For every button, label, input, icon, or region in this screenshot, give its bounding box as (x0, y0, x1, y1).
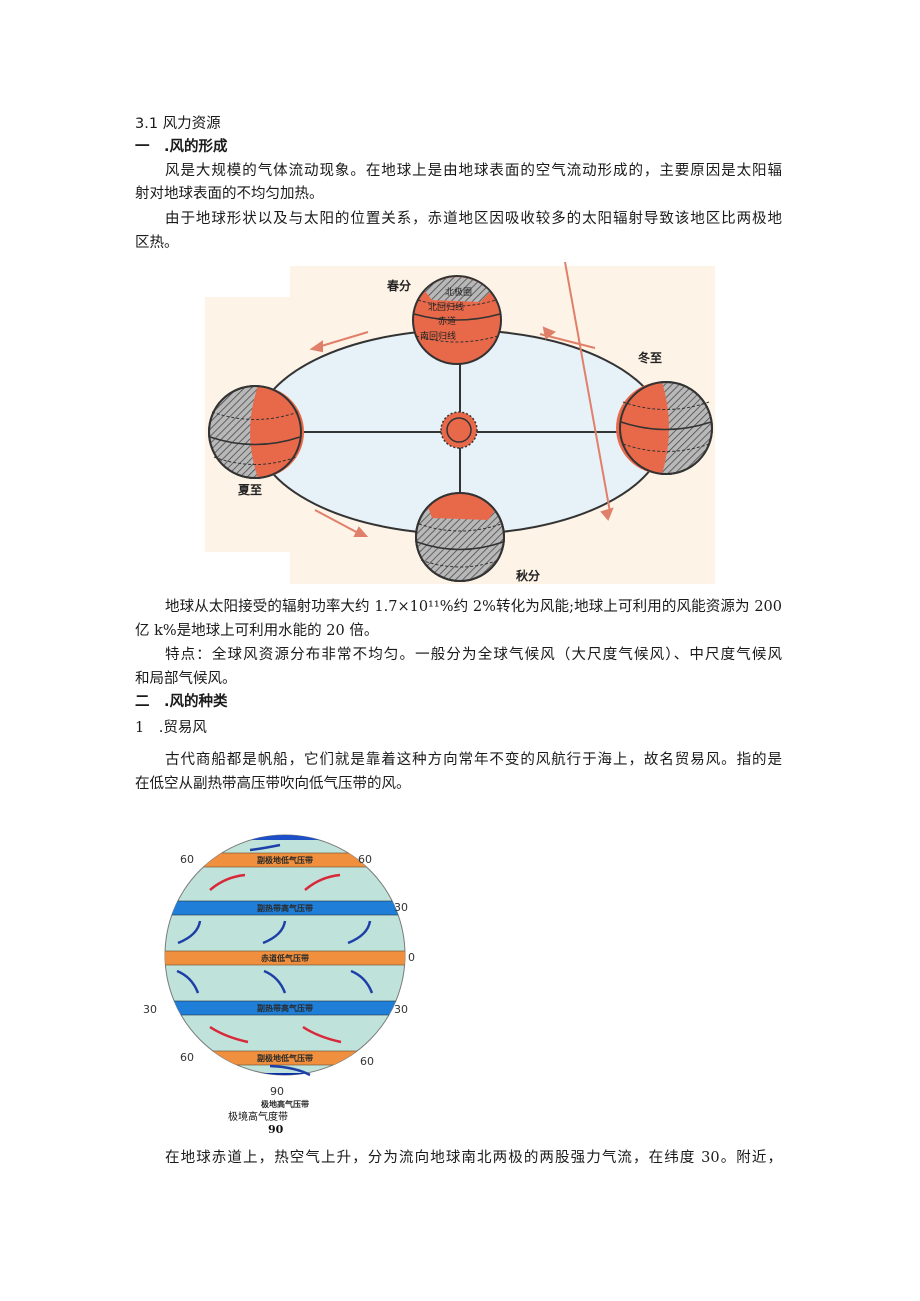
svg-text:60: 60 (180, 853, 194, 866)
svg-text:副热带高气压带: 副热带高气压带 (257, 903, 313, 913)
label-autumn-equinox: 秋分 (516, 568, 540, 583)
orbit-arrows (309, 262, 614, 537)
svg-text:副极地低气压带: 副极地低气压带 (257, 1053, 313, 1063)
paragraph-4-line-2: 和局部气候风。 (135, 671, 237, 687)
heading-wind-types: 二 .风的种类 (135, 694, 228, 710)
svg-text:60: 60 (180, 1051, 194, 1064)
svg-text:极地高气压带: 极地高气压带 (261, 1099, 309, 1109)
svg-text:副热带高气压带: 副热带高气压带 (257, 1003, 313, 1013)
heading-wind-formation: 一 .风的形成 (135, 139, 228, 155)
svg-text:30: 30 (394, 901, 408, 914)
figure-caption-number: 90 (268, 1123, 284, 1135)
sun-icon (440, 411, 478, 449)
wind-arrows (176, 843, 374, 1077)
svg-text:60: 60 (358, 853, 372, 866)
svg-text:90: 90 (270, 1085, 284, 1098)
label-winter-solstice: 冬至 (638, 350, 662, 365)
paragraph-1-line-2: 射对地球表面的不均匀加热。 (135, 186, 324, 202)
figure-caption: 极境高气度带 (228, 1110, 288, 1123)
svg-text:南回归线: 南回归线 (420, 330, 456, 342)
svg-text:赤道: 赤道 (438, 315, 456, 327)
paragraph-4-line-1: 特点：全球风资源分布非常不均匀。一般分为全球气候风（大尺度气候风）、中尺度气候风 (165, 647, 782, 663)
earth-orbit-seasons-diagram: 北极圈 北回归线 赤道 南回归线 春分 夏至 冬至 (205, 262, 715, 584)
paragraph-1-line-1: 风是大规模的气体流动现象。在地球上是由地球表面的空气流动形成的，主要原因是太阳辐 (165, 163, 782, 179)
label-spring-equinox: 春分 (386, 278, 411, 293)
label-summer-solstice: 夏至 (238, 483, 262, 497)
pressure-belts-diagram: 副极地低气压带 副热带高气压带 赤道低气压带 副热带高气压带 副极地低气压带 极… (143, 834, 415, 1135)
paragraph-2-line-2: 区热。 (135, 235, 179, 251)
globe-autumn-equinox (415, 492, 505, 582)
svg-text:副极地低气压带: 副极地低气压带 (257, 855, 313, 865)
globe-summer-solstice (208, 385, 304, 479)
globe-spring-equinox: 北极圈 北回归线 赤道 南回归线 (412, 275, 502, 365)
svg-text:北极圈: 北极圈 (445, 286, 472, 298)
globe-winter-solstice (616, 381, 713, 475)
section-title: 3.1 风力资源 (135, 116, 221, 132)
paragraph-3-line-2: 亿 k%是地球上可利用水能的 20 倍。 (135, 623, 379, 639)
svg-text:北回归线: 北回归线 (428, 301, 464, 313)
svg-text:0: 0 (408, 951, 415, 964)
paragraph-5-line-2: 在低空从副热带高压带吹向低气压带的风。 (135, 776, 411, 792)
heading-trade-wind: 1 .贸易风 (135, 720, 207, 736)
paragraph-2-line-1: 由于地球形状以及与太阳的位置关系，赤道地区因吸收较多的太阳辐射导致该地区比两极地 (165, 211, 782, 227)
svg-text:30: 30 (143, 1003, 157, 1016)
svg-text:赤道低气压带: 赤道低气压带 (261, 953, 309, 963)
svg-text:30: 30 (394, 1003, 408, 1016)
paragraph-5-line-1: 古代商船都是帆船，它们就是靠着这种方向常年不变的风航行于海上，故名贸易风。指的是 (165, 752, 782, 768)
paragraph-6-line-1: 在地球赤道上，热空气上升，分为流向地球南北两极的两股强力气流，在纬度 30。附近… (165, 1150, 782, 1166)
paragraph-3-line-1: 地球从太阳接受的辐射功率大约 1.7×10¹¹%约 2%转化为风能;地球上可利用… (165, 599, 782, 615)
svg-text:60: 60 (360, 1055, 374, 1068)
